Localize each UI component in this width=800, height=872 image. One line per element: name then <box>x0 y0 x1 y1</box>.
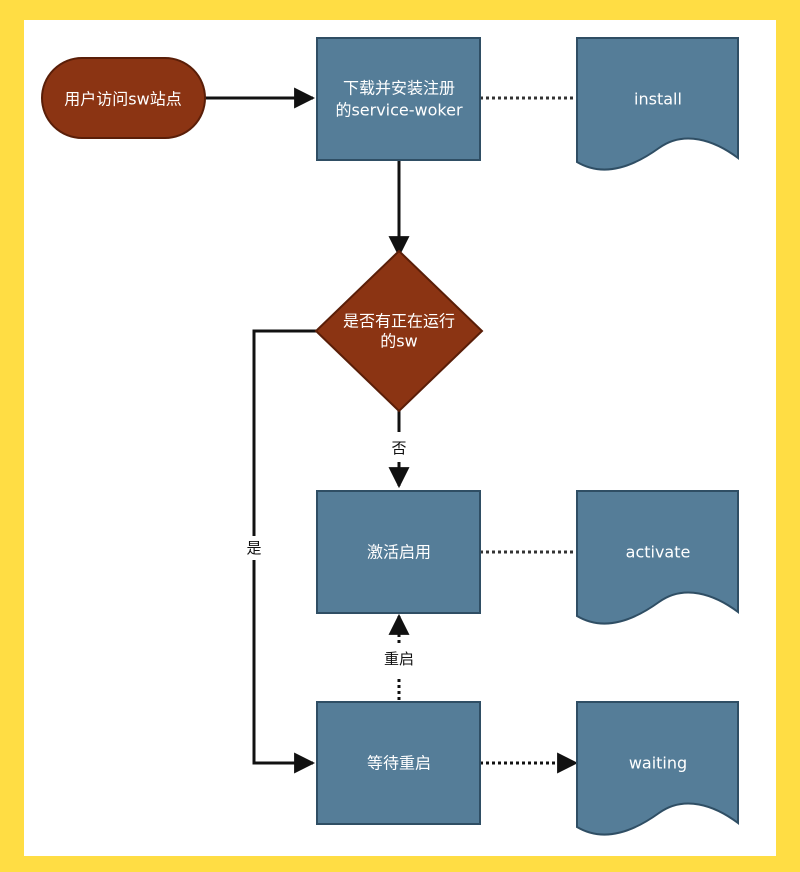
edge-label-yes: 是 <box>246 539 261 557</box>
start-node: 用户访问sw站点 <box>41 57 206 139</box>
doc-activate: activate <box>576 490 739 625</box>
register-node-line2: 的service-woker <box>335 101 463 120</box>
start-node-label: 用户访问sw站点 <box>64 90 181 109</box>
activate-node-label: 激活启用 <box>367 543 431 562</box>
edge-label-restart: 重启 <box>384 650 414 668</box>
flowchart-canvas: 用户访问sw站点 下载并安装注册 的service-woker 是否有正在运行 … <box>24 20 776 856</box>
decision-node: 是否有正在运行 的sw <box>314 249 484 413</box>
edge-label-no: 否 <box>391 439 406 457</box>
wait-node: 等待重启 <box>316 701 481 825</box>
activate-node: 激活启用 <box>316 490 481 614</box>
doc-waiting-label: waiting <box>629 754 687 773</box>
decision-node-line1: 是否有正在运行 <box>343 312 455 331</box>
decision-node-line2: 的sw <box>380 332 417 351</box>
doc-activate-label: activate <box>626 543 691 562</box>
doc-install: install <box>576 37 739 171</box>
register-node: 下载并安装注册 的service-woker <box>316 37 481 161</box>
doc-waiting: waiting <box>576 701 739 836</box>
wait-node-label: 等待重启 <box>367 754 431 773</box>
flowchart: 用户访问sw站点 下载并安装注册 的service-woker 是否有正在运行 … <box>41 37 739 836</box>
register-node-line1: 下载并安装注册 <box>343 79 455 98</box>
edge-label-yes-bg <box>242 536 266 560</box>
doc-install-label: install <box>634 90 682 109</box>
